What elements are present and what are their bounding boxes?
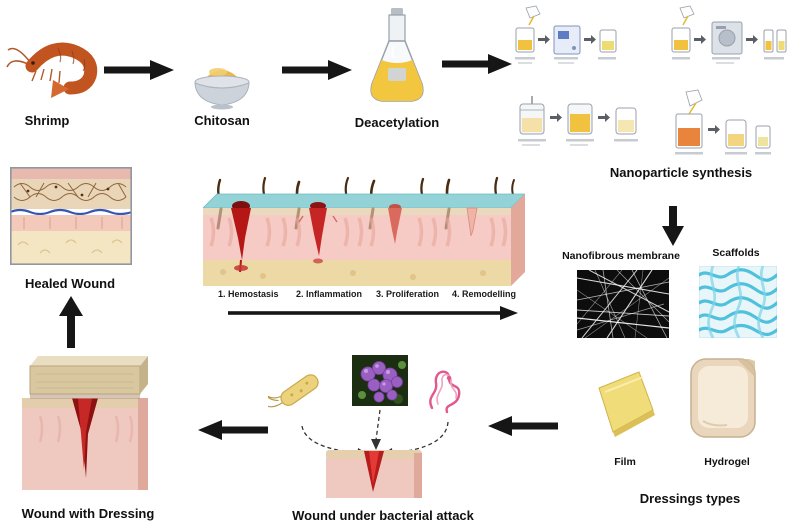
stage-proliferation-label: 3. Proliferation: [376, 289, 440, 299]
skin-top-surface: [203, 193, 525, 209]
healing-timeline-arrow: [228, 306, 518, 320]
blood-vessel: [10, 208, 132, 216]
deacetylation-flask-illustration: [370, 8, 424, 102]
skin-dermis: [203, 215, 511, 260]
shrimp-illustration: [6, 42, 98, 98]
dressings-types-label: Dressings types: [639, 491, 741, 506]
flask-neck: [388, 14, 406, 42]
shrimp-label: Shrimp: [24, 113, 70, 128]
stage-inflammation-label: 2. Inflammation: [296, 289, 363, 299]
wound-with-dressing-illustration: [22, 356, 148, 490]
shrimp-legs: [31, 68, 61, 84]
shrimp-body: [25, 42, 98, 95]
shrimp-antenna: [7, 47, 31, 63]
wound-stage-inflammation: [298, 202, 338, 264]
wound-stage-proliferation: [388, 204, 402, 244]
hydrogel-label: Hydrogel: [704, 456, 750, 468]
pink-pathogen: [429, 370, 461, 414]
healed-wound-label: Healed Wound: [24, 276, 116, 291]
chitosan-label: Chitosan: [194, 113, 250, 128]
wound-stage-remodelling: [466, 207, 478, 237]
wound-under-bacterial-attack-label: Wound under bacterial attack: [292, 508, 474, 523]
synthesis-step-group-a: [515, 5, 617, 64]
synthesis-step-group-c: [518, 96, 638, 146]
deacetylation-label: Deacetylation: [354, 115, 440, 130]
bacterial-attack-illustration: [268, 355, 461, 498]
skin-subcutaneous: [203, 260, 511, 286]
skin-side-face: [511, 194, 525, 286]
wound-with-dressing-label: Wound with Dressing: [21, 506, 155, 521]
chitosan-bowl-illustration: [194, 68, 250, 110]
film-sheet: [598, 371, 654, 433]
arrow-dressings-to-bacteria: [488, 416, 558, 436]
arrow-shrimp-to-chitosan: [104, 60, 174, 80]
nanoparticle-synthesis-label: Nanoparticle synthesis: [609, 165, 753, 180]
shrimp-eye: [31, 61, 35, 65]
stage-hemostasis-label: 1. Hemostasis: [218, 289, 279, 299]
arrow-dressed-to-healed: [59, 296, 83, 348]
stage-remodelling-label: 4. Remodelling: [452, 289, 517, 299]
rod-bacterium: [268, 374, 319, 408]
skin-epidermis: [203, 208, 511, 215]
attacked-wound: [326, 450, 422, 498]
synthesis-step-group-b: [671, 5, 787, 64]
healed-wound-illustration: [10, 167, 132, 265]
shrimp-tail: [51, 80, 69, 98]
cocci-micrograph: [352, 355, 408, 406]
synthesis-step-group-d: [675, 89, 771, 155]
dressing-side-face: [140, 356, 148, 394]
nanofibrous-membrane-label: Nanofibrous membrane: [562, 250, 680, 262]
dressing-front-face: [29, 365, 141, 395]
film-label: Film: [614, 456, 636, 468]
arrow-chitosan-to-deacetylation: [282, 60, 352, 80]
nanofibrous-membrane-image: [577, 270, 669, 338]
arrow-deacetylation-to-synthesis: [442, 54, 512, 74]
flask-cap: [391, 8, 403, 16]
dressing-top-face: [30, 356, 148, 366]
hydrogel-illustration: [690, 358, 756, 438]
bowl-body: [194, 82, 250, 106]
scaffolds-label: Scaffolds: [712, 247, 760, 259]
wound-healing-stages-illustration: [203, 176, 525, 286]
arrow-bacteria-to-dressed: [198, 420, 268, 440]
scaffolds-image: [699, 266, 777, 338]
arrow-synthesis-to-membranes: [662, 206, 684, 246]
flask-label: [388, 68, 406, 81]
nanoparticle-synthesis-illustration: [515, 5, 787, 155]
wound-stage-hemostasis: [231, 201, 251, 273]
film-illustration: [598, 371, 655, 437]
